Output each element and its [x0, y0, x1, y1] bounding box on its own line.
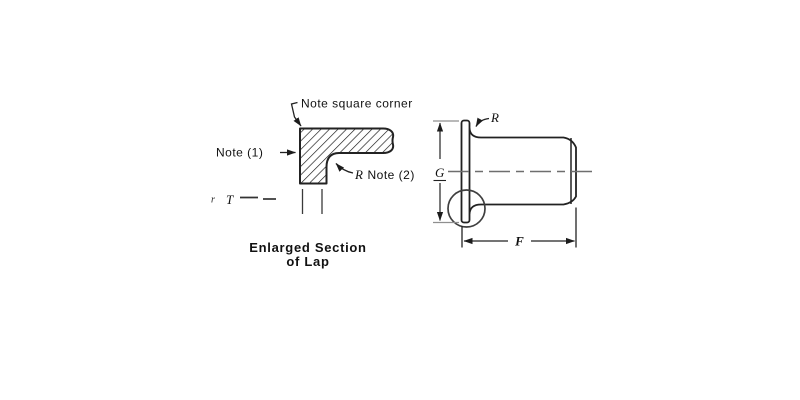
length-letter-label: F — [514, 234, 524, 249]
lap-section-hatched-shape — [299, 127, 395, 185]
detail-circle — [447, 189, 486, 228]
enlarged-lap-section-view: Note square corner Note (1) R Note (2) r… — [211, 97, 415, 270]
radius-letter-label: R — [490, 110, 499, 125]
fillet-radius-letter: R — [354, 167, 363, 182]
note-2-label: Note (2) — [368, 168, 415, 182]
note-2-leader-line — [335, 163, 354, 174]
height-letter-label: G — [435, 165, 445, 180]
tick-mark-label: r — [211, 195, 215, 206]
note-square-corner-label: Note square corner — [301, 97, 413, 111]
section-title-line1: Enlarged Section — [249, 240, 366, 255]
note-1-label: Note (1) — [216, 146, 263, 160]
stub-end-view: R G F — [433, 110, 592, 249]
radius-leader-line — [475, 117, 490, 127]
section-title-line2: of Lap — [286, 254, 329, 269]
square-corner-leader-line — [290, 101, 302, 127]
thickness-letter-label: T — [226, 192, 234, 207]
